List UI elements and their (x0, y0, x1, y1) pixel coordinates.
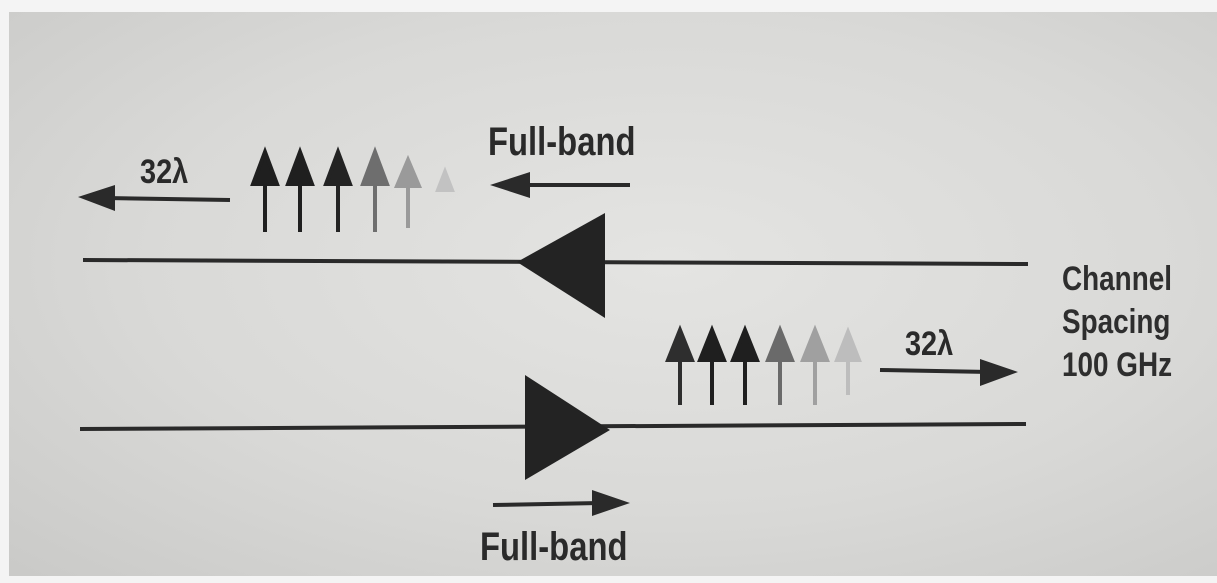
upper-amplifier-triangle (517, 213, 605, 318)
channel-arrow-icon (360, 146, 390, 232)
channel-spacing-line2: Spacing (1062, 303, 1171, 341)
page-edge-bottom (0, 576, 1217, 583)
channel-arrow-icon (730, 324, 760, 405)
channel-arrow-icon (800, 324, 830, 405)
channel-spacing-label: Channel Spacing 100 GHz (1062, 258, 1172, 387)
channel-arrow-icon (435, 166, 455, 192)
lower-fullband-arrow (492, 490, 630, 516)
upper-wavelength-label: 32λ (140, 152, 189, 191)
lower-wavelength-label: 32λ (905, 324, 954, 363)
upper-fullband-arrow (490, 172, 630, 198)
channel-arrow-icon (697, 324, 727, 405)
channel-arrow-icon (285, 146, 315, 232)
channel-arrow-icon (665, 324, 695, 405)
upper-fullband-label: Full-band (488, 119, 636, 164)
lower-amplifier-triangle (525, 375, 610, 480)
channel-spacing-line3: 100 GHz (1062, 346, 1173, 384)
channel-arrow-icon (834, 326, 862, 395)
upper-output-arrow (78, 185, 231, 211)
lower-output-arrow (879, 359, 1018, 386)
channel-spacing-line1: Channel (1062, 260, 1172, 298)
upper-channel-arrows (250, 146, 455, 232)
channel-arrow-icon (323, 146, 353, 232)
page-edge-left (0, 0, 9, 583)
channel-arrow-icon (250, 146, 280, 232)
lower-fullband-label: Full-band (480, 524, 628, 569)
lower-channel-arrows (665, 324, 862, 405)
channel-arrow-icon (393, 154, 423, 228)
channel-arrow-icon (765, 324, 795, 405)
page-edge-top (0, 0, 1217, 12)
